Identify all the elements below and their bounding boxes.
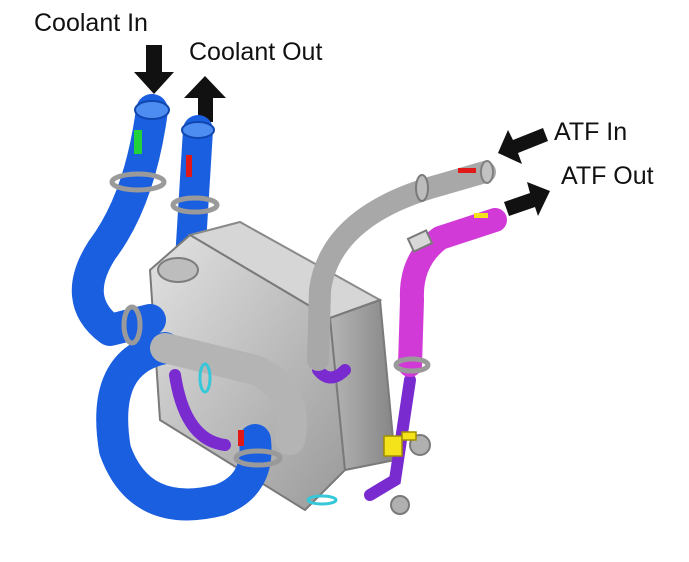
cyan-marker [306, 494, 338, 506]
yellow-bracket [383, 435, 403, 457]
atf-out-arrow-icon [504, 182, 550, 216]
coolant-loop-hose [96, 332, 272, 521]
housing-bolt [390, 495, 410, 515]
hose-clip [406, 229, 434, 253]
atf-in-tube-end [480, 160, 494, 184]
hose-clamp [233, 448, 283, 468]
coolant-out-label: Coolant Out [189, 38, 322, 66]
tube-collar [415, 174, 429, 202]
coolant-outlet-pipe [150, 333, 307, 455]
cyan-marker [198, 362, 212, 394]
coolant-in-arrow-icon [134, 45, 174, 94]
atf-in-arrow-icon [498, 128, 548, 164]
atf-out-hose [398, 208, 507, 377]
hose-clamp [393, 356, 431, 374]
atf-in-label: ATF In [554, 118, 627, 146]
coolant-out-arrow-icon [184, 76, 226, 122]
hose-clamp [121, 304, 143, 346]
hose-clamp [170, 195, 220, 215]
yellow-marker [474, 213, 488, 218]
red-marker [458, 168, 476, 173]
red-marker [186, 155, 192, 177]
coolant-out-hose-end [181, 121, 215, 139]
coolant-in-hose [71, 94, 168, 346]
internal-line-lower [169, 369, 231, 451]
hose-clamp [109, 171, 167, 193]
internal-line-top [312, 364, 351, 384]
coolant-in-label: Coolant In [34, 9, 148, 37]
atf-out-label: ATF Out [561, 162, 654, 190]
housing-boss [157, 257, 199, 283]
red-marker [238, 430, 244, 446]
internal-line-right [364, 374, 416, 501]
yellow-bracket [401, 431, 417, 441]
coolant-in-hose-end [134, 100, 170, 120]
green-marker [134, 130, 142, 154]
